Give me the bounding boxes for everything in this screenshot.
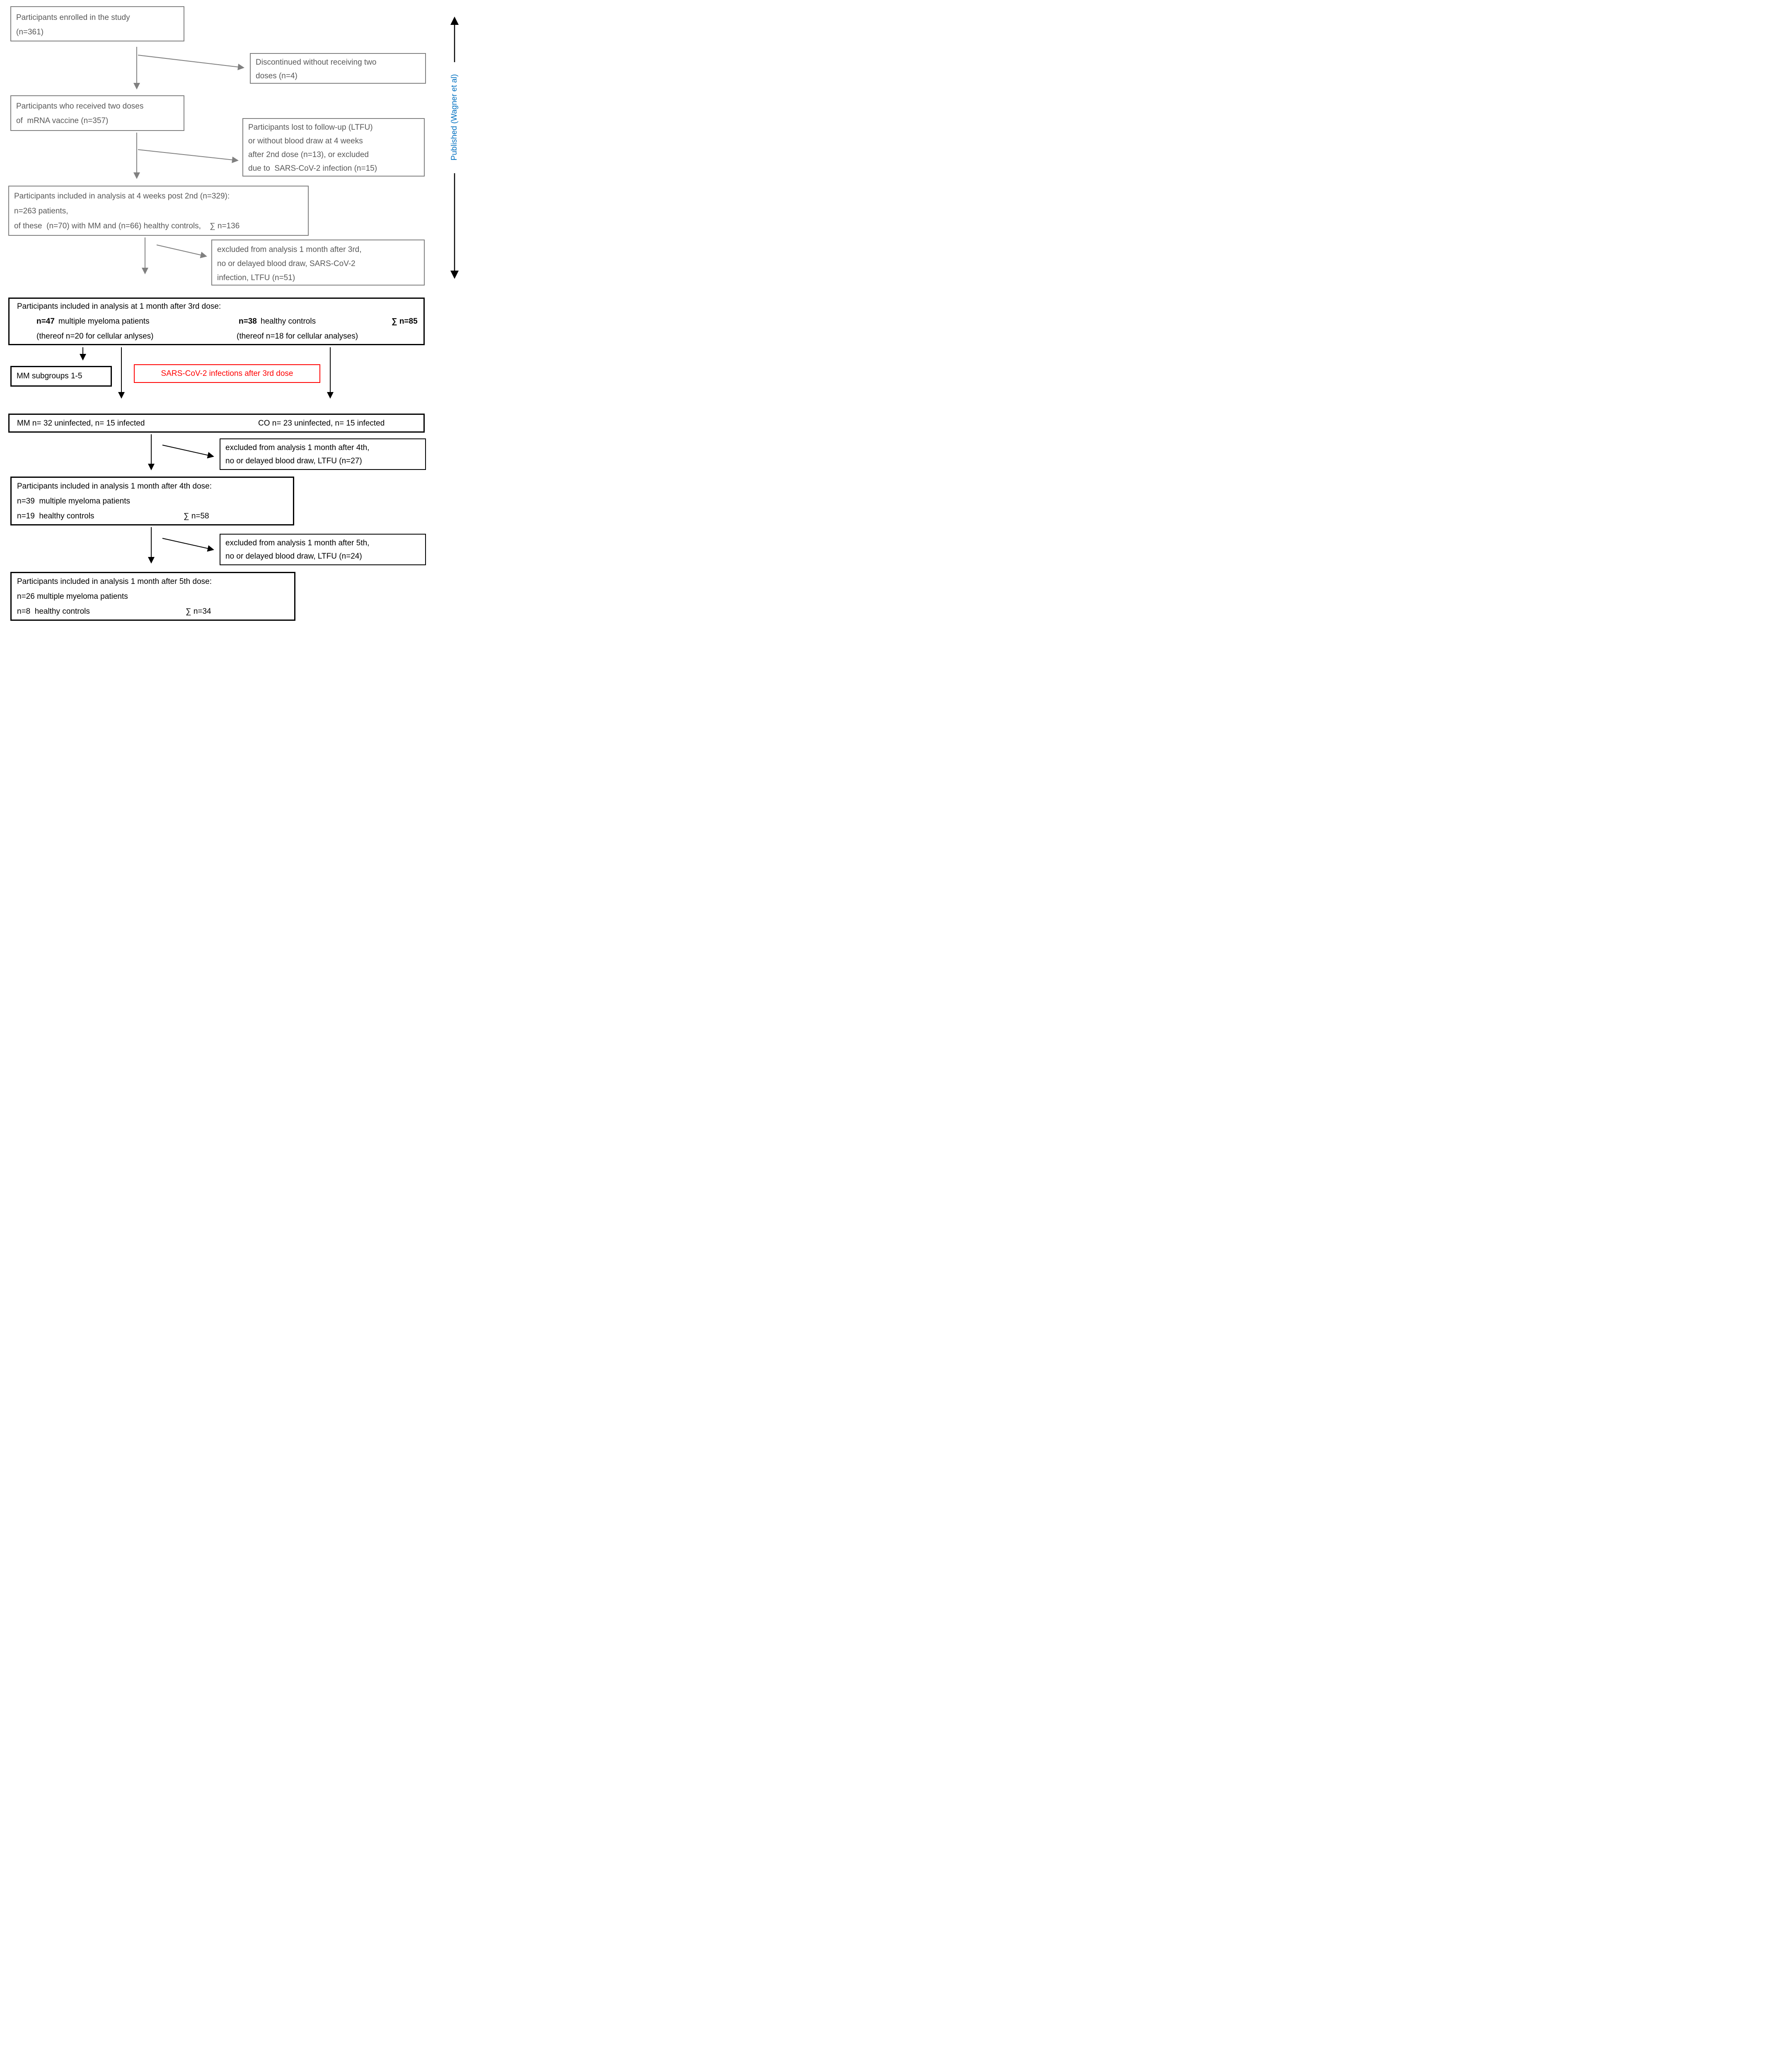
box-mm-co-co: CO n= 23 uninfected, n= 15 infected [258, 419, 385, 428]
box-3rd-dose-co-n: n=38 [239, 317, 257, 326]
box-3rd-dose-mm-n: n=47 [36, 317, 55, 326]
box-enrolled: Participants enrolled in the study (n=36… [10, 6, 184, 41]
box-5th-dose-co: n=8 healthy controls [17, 607, 90, 616]
box-5th-dose: Participants included in analysis 1 mont… [10, 572, 295, 621]
box-mm-subgroups-label: MM subgroups 1-5 [17, 372, 82, 380]
box-two-doses: Participants who received two doses of m… [10, 95, 184, 131]
box-excluded-4th-line2: no or delayed blood draw, LTFU (n=27) [225, 457, 362, 465]
study-flow-diagram: Participants enrolled in the study (n=36… [0, 0, 468, 654]
box-excluded-5th-line2: no or delayed blood draw, LTFU (n=24) [225, 552, 362, 561]
arrow-to-discontinued [138, 55, 244, 70]
box-4th-dose-title: Participants included in analysis 1 mont… [17, 482, 212, 491]
box-enrolled-line2: (n=361) [16, 28, 44, 36]
box-ltfu-line2: or without blood draw at 4 weeks [248, 137, 363, 145]
box-excluded-4th-line1: excluded from analysis 1 month after 4th… [225, 443, 370, 452]
box-sars-infections-label: SARS-CoV-2 infections after 3rd dose [161, 369, 293, 378]
box-3rd-dose-sum: ∑ n=85 [392, 317, 418, 326]
box-excluded-5th-line1: excluded from analysis 1 month after 5th… [225, 539, 370, 547]
box-3rd-dose: Participants included in analysis at 1 m… [8, 298, 425, 345]
box-excluded-4th: excluded from analysis 1 month after 4th… [220, 438, 426, 470]
box-excluded-5th: excluded from analysis 1 month after 5th… [220, 534, 426, 565]
box-5th-dose-mm: n=26 multiple myeloma patients [17, 592, 128, 601]
box-excluded-3rd: excluded from analysis 1 month after 3rd… [211, 240, 425, 286]
arrow-to-excluded3 [156, 244, 207, 259]
box-mm-co-mm: MM n= 32 uninfected, n= 15 infected [17, 419, 145, 428]
box-3rd-dose-co-label: healthy controls [261, 317, 316, 326]
box-enrolled-line1: Participants enrolled in the study [16, 13, 130, 22]
box-excluded-3rd-line1: excluded from analysis 1 month after 3rd… [217, 245, 362, 254]
box-mm-subgroups: MM subgroups 1-5 [10, 366, 112, 387]
box-discontinued-line1: Discontinued without receiving two [256, 58, 377, 67]
box-mm-co-infected: MM n= 32 uninfected, n= 15 infected CO n… [8, 414, 425, 433]
box-ltfu-line1: Participants lost to follow-up (LTFU) [248, 123, 373, 132]
box-4th-dose-mm: n=39 multiple myeloma patients [17, 497, 131, 506]
box-excluded-3rd-line3: infection, LTFU (n=51) [217, 274, 295, 282]
box-discontinued: Discontinued without receiving two doses… [250, 53, 426, 84]
box-4weeks-line1: Participants included in analysis at 4 w… [14, 192, 230, 201]
box-4th-dose-sum: ∑ n=58 [184, 512, 209, 520]
box-4weeks-line3: of these (n=70) with MM and (n=66) healt… [14, 222, 240, 230]
box-3rd-dose-title: Participants included in analysis at 1 m… [17, 302, 221, 311]
box-5th-dose-title: Participants included in analysis 1 mont… [17, 577, 212, 586]
box-sars-infections: SARS-CoV-2 infections after 3rd dose [134, 364, 320, 383]
box-4weeks: Participants included in analysis at 4 w… [8, 186, 309, 236]
box-ltfu-line3: after 2nd dose (n=13), or excluded [248, 150, 369, 159]
box-4th-dose: Participants included in analysis 1 mont… [10, 477, 294, 525]
box-excluded-3rd-line2: no or delayed blood draw, SARS-CoV-2 [217, 259, 356, 268]
arrow-to-excluded4 [162, 445, 214, 459]
box-5th-dose-sum: ∑ n=34 [186, 607, 211, 616]
arrow-to-ltfu [138, 149, 239, 163]
box-two-doses-line1: Participants who received two doses [16, 102, 144, 111]
box-3rd-dose-co-sub: (thereof n=18 for cellular analyses) [237, 332, 358, 341]
box-ltfu-line4: due to SARS-CoV-2 infection (n=15) [248, 164, 377, 173]
box-discontinued-line2: doses (n=4) [256, 72, 298, 80]
published-side-label: Published (Wagner et al) [450, 74, 459, 161]
arrow-to-excluded5 [162, 538, 214, 552]
box-4weeks-line2: n=263 patients, [14, 207, 68, 215]
box-4th-dose-co: n=19 healthy controls [17, 512, 94, 520]
box-3rd-dose-mm-label: multiple myeloma patients [58, 317, 150, 326]
box-3rd-dose-mm-sub: (thereof n=20 for cellular anlyses) [36, 332, 154, 341]
box-two-doses-line2: of mRNA vaccine (n=357) [16, 116, 109, 125]
box-ltfu: Participants lost to follow-up (LTFU) or… [242, 118, 425, 177]
